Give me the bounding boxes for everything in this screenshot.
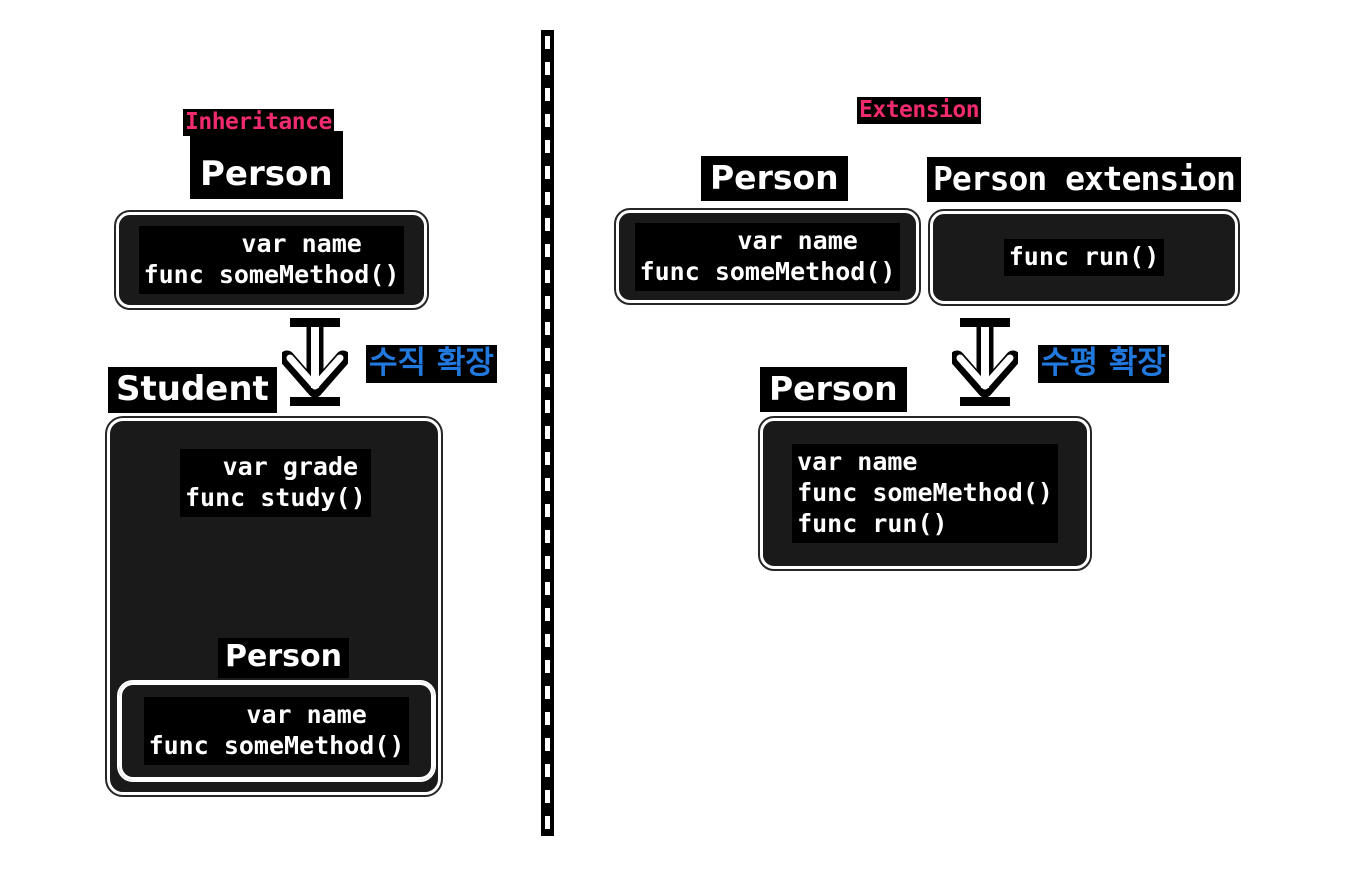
class-label-person-inherited: Person [218, 638, 349, 678]
arrow-down-icon-horizontal-extension [952, 318, 1018, 406]
class-card-person-inherited: var name func someMethod() [117, 680, 436, 782]
class-label-student: Student [108, 367, 277, 413]
arrow-label-horizontal-extension: 수평 확장 [1038, 345, 1169, 383]
arrow-down-icon-vertical-extension [282, 318, 348, 406]
class-card-person-base: var name func someMethod() [114, 210, 429, 310]
arrow-label-vertical-extension: 수직 확장 [366, 345, 497, 383]
class-label-person-result: Person [760, 367, 907, 412]
member-list-person-base-right: var name func someMethod() [634, 222, 901, 291]
class-card-person-extension: func run() [928, 209, 1240, 306]
vertical-dashed-divider [541, 30, 554, 836]
class-card-person-base-right: var name func someMethod() [614, 208, 921, 305]
member-list-person-extension: func run() [1003, 239, 1165, 276]
section-title-extension: Extension [857, 97, 982, 125]
member-list-person-base: var name func someMethod() [138, 226, 405, 294]
class-label-person-base-right: Person [701, 156, 848, 201]
member-list-person-result: var name func someMethod() func run() [792, 444, 1058, 543]
class-card-person-result: var name func someMethod() func run() [758, 416, 1092, 571]
member-list-student-own: var grade func study() [180, 449, 371, 517]
class-label-person-extension: Person extension [927, 157, 1241, 202]
divider-dashes [545, 36, 550, 830]
class-label-person-base: Person [190, 131, 343, 199]
member-list-person-inherited: var name func someMethod() [143, 697, 410, 765]
